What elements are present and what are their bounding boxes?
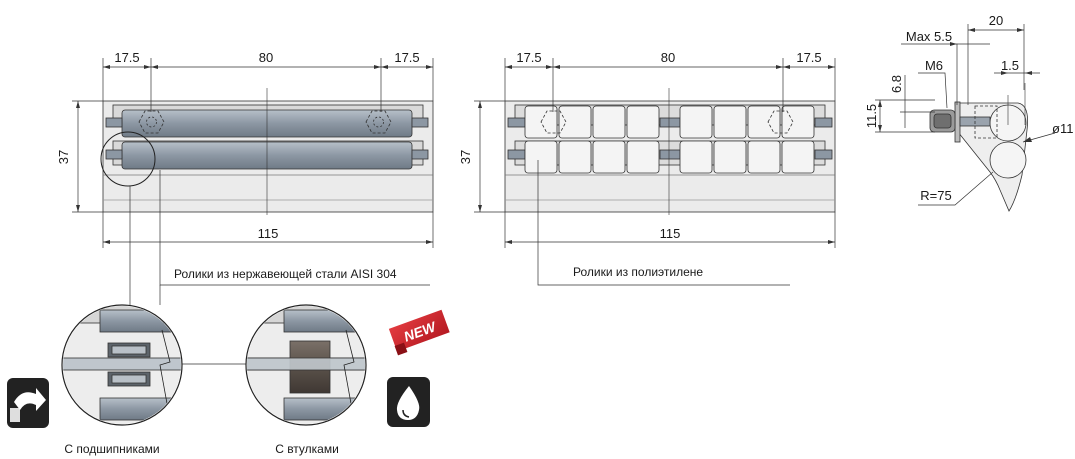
dim-17-5-left: 17.5: [516, 50, 541, 65]
shaft-end: [814, 117, 833, 128]
dim-17-5-left: 17.5: [114, 50, 139, 65]
hex-nut-hidden: [767, 110, 794, 134]
shaft-end: [814, 149, 833, 160]
shaft-end: [507, 117, 526, 128]
dim-diameter-11: ø11: [1052, 121, 1073, 136]
side-view: [929, 83, 1028, 212]
side-dim-arrows: [878, 28, 1032, 142]
left-dim-arrows: [76, 65, 433, 244]
dim-max-5-5: Max 5.5: [906, 29, 952, 44]
bearings-caption: С подшипниками: [64, 442, 159, 456]
dim-20: 20: [989, 13, 1003, 28]
dim-37: 37: [56, 150, 71, 164]
dim-1-5: 1.5: [1001, 58, 1019, 73]
middle-dim-arrows: [478, 65, 835, 244]
shaft-end: [105, 117, 123, 128]
dim-37: 37: [458, 150, 473, 164]
bushings-caption: С втулками: [275, 442, 339, 456]
detail-bearings: [61, 304, 183, 426]
hex-nut-hidden: [365, 110, 392, 134]
shaft-end: [507, 149, 526, 160]
dim-115: 115: [258, 226, 279, 241]
water-drop-icon: [387, 377, 430, 427]
detail-circle: [100, 131, 156, 187]
shaft-end: [411, 149, 429, 160]
dim-6-8: 6.8: [889, 75, 904, 93]
dim-11-5: 11.5: [864, 104, 879, 128]
steel-roller-callout: Ролики из нержавеющей стали AISI 304: [174, 267, 397, 281]
roller-arrow-icon: [7, 378, 49, 428]
middle-view: [504, 88, 836, 215]
dim-80: 80: [259, 50, 273, 65]
shaft-end: [105, 149, 123, 160]
dim-80: 80: [661, 50, 675, 65]
new-badge-icon: NEW: [388, 309, 450, 352]
detail-bushings: [245, 304, 367, 426]
hex-nut-hidden: [138, 110, 165, 134]
shaft: [63, 357, 181, 371]
pe-roller-bottom: [524, 140, 815, 174]
shaft-end: [411, 117, 429, 128]
dim-r-75: R=75: [920, 188, 951, 203]
dim-115: 115: [660, 226, 681, 241]
dim-17-5-right: 17.5: [796, 50, 821, 65]
roller-section: [989, 141, 1027, 179]
hex-nut-hidden: [540, 110, 567, 134]
left-view: [100, 88, 434, 215]
dim-m6: M6: [925, 58, 943, 73]
pe-roller-top: [524, 105, 815, 139]
dim-17-5-right: 17.5: [394, 50, 419, 65]
callout-leader: [537, 160, 790, 286]
pe-roller-callout: Ролики из полиэтилене: [573, 265, 703, 279]
